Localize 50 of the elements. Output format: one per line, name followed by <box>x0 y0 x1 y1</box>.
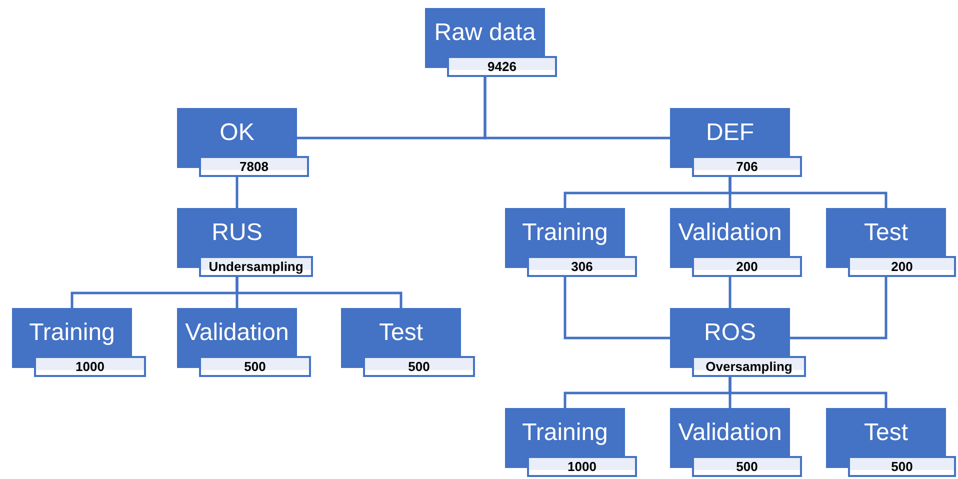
process-box <box>177 208 313 277</box>
count-tag: Undersampling <box>199 256 313 277</box>
box-title: Training <box>521 418 609 448</box>
connector-line <box>728 377 888 408</box>
count-tag: 9426 <box>447 56 557 77</box>
count-tag: 1000 <box>527 456 637 477</box>
process-box <box>12 308 146 377</box>
process-box <box>670 208 802 277</box>
count-tag: 7808 <box>199 156 309 177</box>
count-tag: 1000 <box>34 356 146 377</box>
count-tag: 500 <box>363 356 475 377</box>
process-box <box>177 308 311 377</box>
count-tag: 306 <box>527 256 637 277</box>
count-tag: 706 <box>692 156 802 177</box>
count-tag: 500 <box>848 456 956 477</box>
count-tag: 500 <box>692 456 802 477</box>
box-title: Validation <box>184 318 290 348</box>
connector-line <box>484 77 670 140</box>
box-title: ROS <box>702 318 757 348</box>
connector-line <box>728 177 888 208</box>
connector-line <box>728 277 732 308</box>
box-title: OK <box>218 118 256 148</box>
box-title: Training <box>521 218 609 248</box>
process-box <box>826 208 956 277</box>
count-tag: 200 <box>692 256 802 277</box>
process-box <box>670 108 802 177</box>
count-tag: 200 <box>848 256 956 277</box>
box-title: Test <box>378 318 424 348</box>
box-title: Validation <box>677 218 783 248</box>
box-title: Test <box>862 418 909 448</box>
count-tag: Oversampling <box>692 356 806 377</box>
process-box <box>505 408 637 477</box>
box-title: Training <box>28 318 116 348</box>
process-box <box>341 308 475 377</box>
box-title: RUS <box>210 218 264 248</box>
process-box <box>670 308 806 377</box>
process-box <box>505 208 637 277</box>
connector-line <box>790 277 888 340</box>
count-tag: 500 <box>199 356 311 377</box>
box-title: DEF <box>705 118 755 148</box>
connector-line <box>236 177 238 208</box>
box-title: Test <box>862 218 909 248</box>
process-box <box>826 408 956 477</box>
connector-line <box>564 277 670 340</box>
connector-line <box>236 277 402 308</box>
process-box <box>425 8 557 77</box>
box-title: Validation <box>677 418 783 448</box>
process-box <box>670 408 802 477</box>
process-box <box>177 108 309 177</box>
box-title: Raw data <box>433 18 537 48</box>
